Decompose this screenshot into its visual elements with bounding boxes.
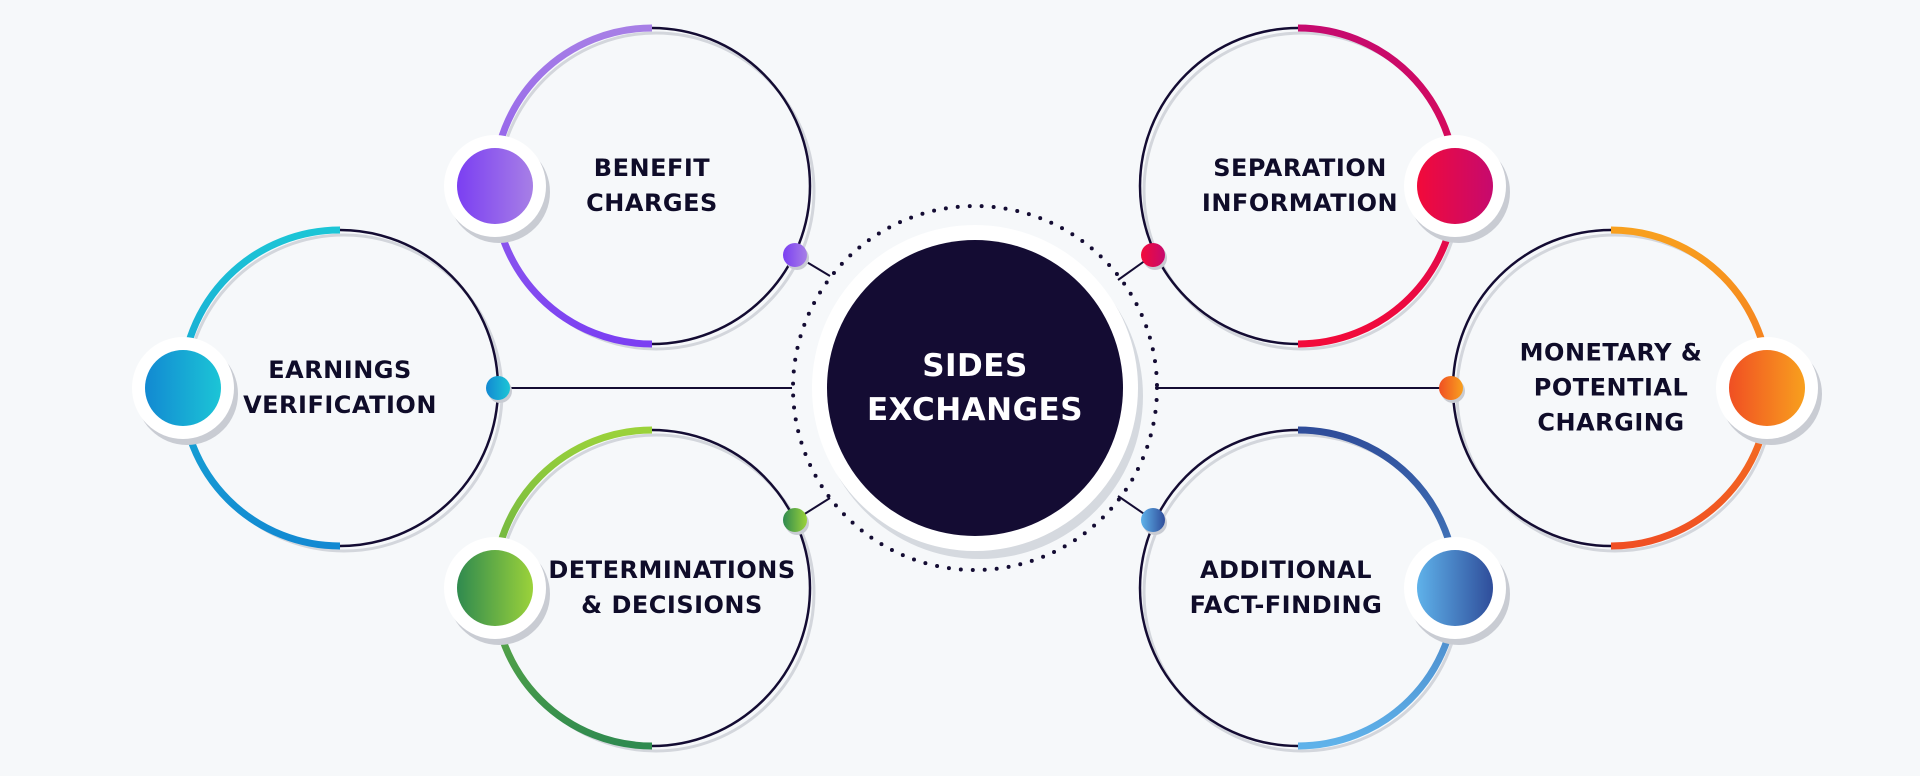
center-hub: [791, 204, 1159, 572]
joint-dot: [1141, 243, 1165, 267]
node-label-monetary-potential-charging: MONETARY & POTENTIAL CHARGING: [1520, 336, 1703, 441]
center-label-line2: EXCHANGES: [866, 392, 1084, 428]
node-label-line: CHARGES: [586, 189, 718, 217]
joint-dot: [486, 376, 510, 400]
node-label-line: VERIFICATION: [243, 391, 437, 419]
node-label-line: & DECISIONS: [581, 591, 763, 619]
joint-dot: [1439, 376, 1463, 400]
node-label-benefit-charges: BENEFIT CHARGES: [586, 151, 718, 221]
badge-circle-icon: [457, 550, 533, 626]
node-label-line: POTENTIAL: [1533, 373, 1689, 402]
node-separation-information: [1138, 24, 1510, 351]
joint-dot: [783, 508, 807, 532]
node-label-earnings-verification: EARNINGS VERIFICATION: [243, 353, 437, 423]
node-label-line: CHARGING: [1537, 408, 1685, 437]
node-label-line: ADDITIONAL: [1199, 556, 1372, 584]
node-benefit-charges: [444, 24, 816, 351]
badge-circle-icon: [1729, 350, 1805, 426]
node-label-line: SEPARATION: [1213, 154, 1387, 182]
badge-circle-icon: [1417, 550, 1493, 626]
node-label-additional-fact-finding: ADDITIONAL FACT-FINDING: [1190, 553, 1383, 623]
node-label-line: BENEFIT: [593, 154, 711, 182]
badge-circle-icon: [1417, 148, 1493, 224]
node-label-line: EARNINGS: [268, 356, 412, 384]
node-label-line: MONETARY &: [1519, 338, 1703, 367]
node-label-separation-information: SEPARATION INFORMATION: [1202, 151, 1398, 221]
joint-dot: [783, 243, 807, 267]
node-earnings-verification: [132, 226, 512, 553]
center-label: SIDES EXCHANGES: [867, 344, 1083, 432]
center-circle: [827, 240, 1123, 536]
node-monetary-potential-charging: [1439, 226, 1822, 553]
badge-circle-icon: [457, 148, 533, 224]
node-rings: [132, 24, 1822, 753]
node-label-line: INFORMATION: [1201, 189, 1399, 217]
node-label-line: FACT-FINDING: [1189, 591, 1383, 619]
center-dotted-ring: [791, 204, 1159, 572]
node-determinations-decisions: [444, 426, 816, 753]
joint-dot: [1141, 508, 1165, 532]
node-additional-fact-finding: [1138, 426, 1510, 753]
node-label-line: DETERMINATIONS: [548, 556, 796, 584]
node-label-determinations-decisions: DETERMINATIONS & DECISIONS: [548, 553, 795, 623]
center-label-line1: SIDES: [922, 348, 1028, 384]
badge-circle-icon: [145, 350, 221, 426]
